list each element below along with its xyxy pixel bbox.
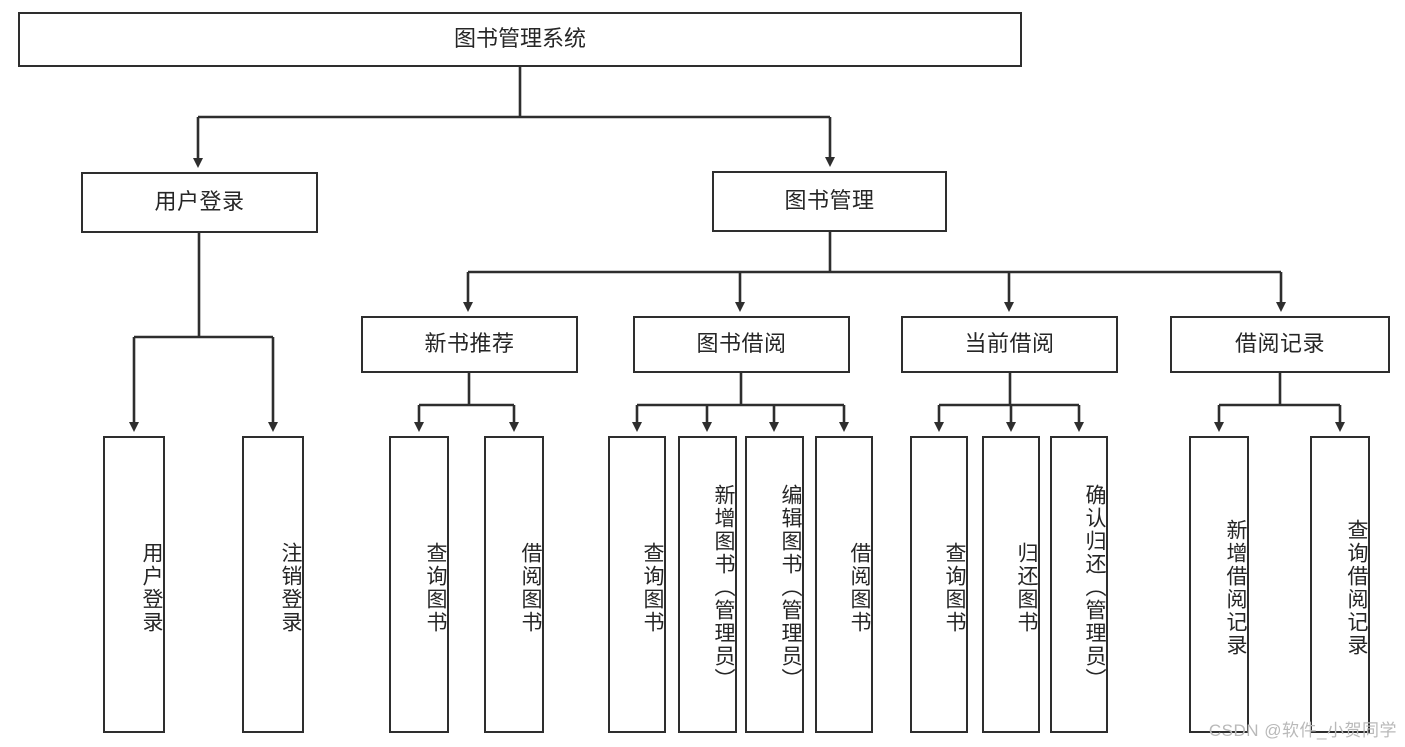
leaf-add-borrow-record[interactable]: 新增借阅记录 [1189,436,1249,733]
node-current-borrow-label: 当前借阅 [964,331,1055,357]
leaf-lend-book-label: 借阅图书 [848,541,871,634]
leaf-query-books-current[interactable]: 查询图书 [910,436,968,733]
leaf-query-borrow-record[interactable]: 查询借阅记录 [1310,436,1370,733]
leaf-query-books-borrow-label: 查询图书 [641,541,664,634]
node-root-label: 图书管理系统 [453,26,586,52]
node-borrow-records-label: 借阅记录 [1234,331,1325,357]
node-book-borrow[interactable]: 图书借阅 [633,316,850,373]
leaf-logout-label: 注销登录 [279,541,302,634]
node-book-management[interactable]: 图书管理 [712,171,947,232]
leaf-query-books-borrow[interactable]: 查询图书 [608,436,666,733]
leaf-logout[interactable]: 注销登录 [242,436,304,733]
leaf-query-borrow-record-label: 查询借阅记录 [1345,518,1368,657]
node-current-borrow[interactable]: 当前借阅 [901,316,1118,373]
leaf-query-books-current-label: 查询图书 [943,541,966,634]
leaf-edit-book-admin-label: 编辑图书（管理员） [779,484,802,691]
leaf-query-books-new-label: 查询图书 [424,541,447,634]
leaf-lend-book[interactable]: 借阅图书 [815,436,873,733]
leaf-return-book[interactable]: 归还图书 [982,436,1040,733]
watermark: CSDN @软件_小贺同学 [1208,721,1397,740]
leaf-add-borrow-record-label: 新增借阅记录 [1224,518,1247,657]
leaf-user-login-label: 用户登录 [140,541,163,634]
leaf-add-book-admin[interactable]: 新增图书（管理员） [678,436,737,733]
node-book-management-label: 图书管理 [784,188,875,214]
leaf-query-books-new[interactable]: 查询图书 [389,436,449,733]
leaf-add-book-admin-label: 新增图书（管理员） [712,484,735,691]
node-user-login-label: 用户登录 [154,189,245,215]
node-user-login[interactable]: 用户登录 [81,172,318,233]
node-root[interactable]: 图书管理系统 [18,12,1022,67]
leaf-confirm-return-admin-label: 确认归还（管理员） [1083,484,1106,691]
node-borrow-records[interactable]: 借阅记录 [1170,316,1390,373]
leaf-borrow-books-new-label: 借阅图书 [519,541,542,634]
leaf-borrow-books-new[interactable]: 借阅图书 [484,436,544,733]
node-new-book-recommend[interactable]: 新书推荐 [361,316,578,373]
leaf-return-book-label: 归还图书 [1015,541,1038,634]
leaf-edit-book-admin[interactable]: 编辑图书（管理员） [745,436,804,733]
leaf-confirm-return-admin[interactable]: 确认归还（管理员） [1050,436,1108,733]
node-new-book-recommend-label: 新书推荐 [424,331,515,357]
leaf-user-login[interactable]: 用户登录 [103,436,165,733]
node-book-borrow-label: 图书借阅 [696,331,787,357]
